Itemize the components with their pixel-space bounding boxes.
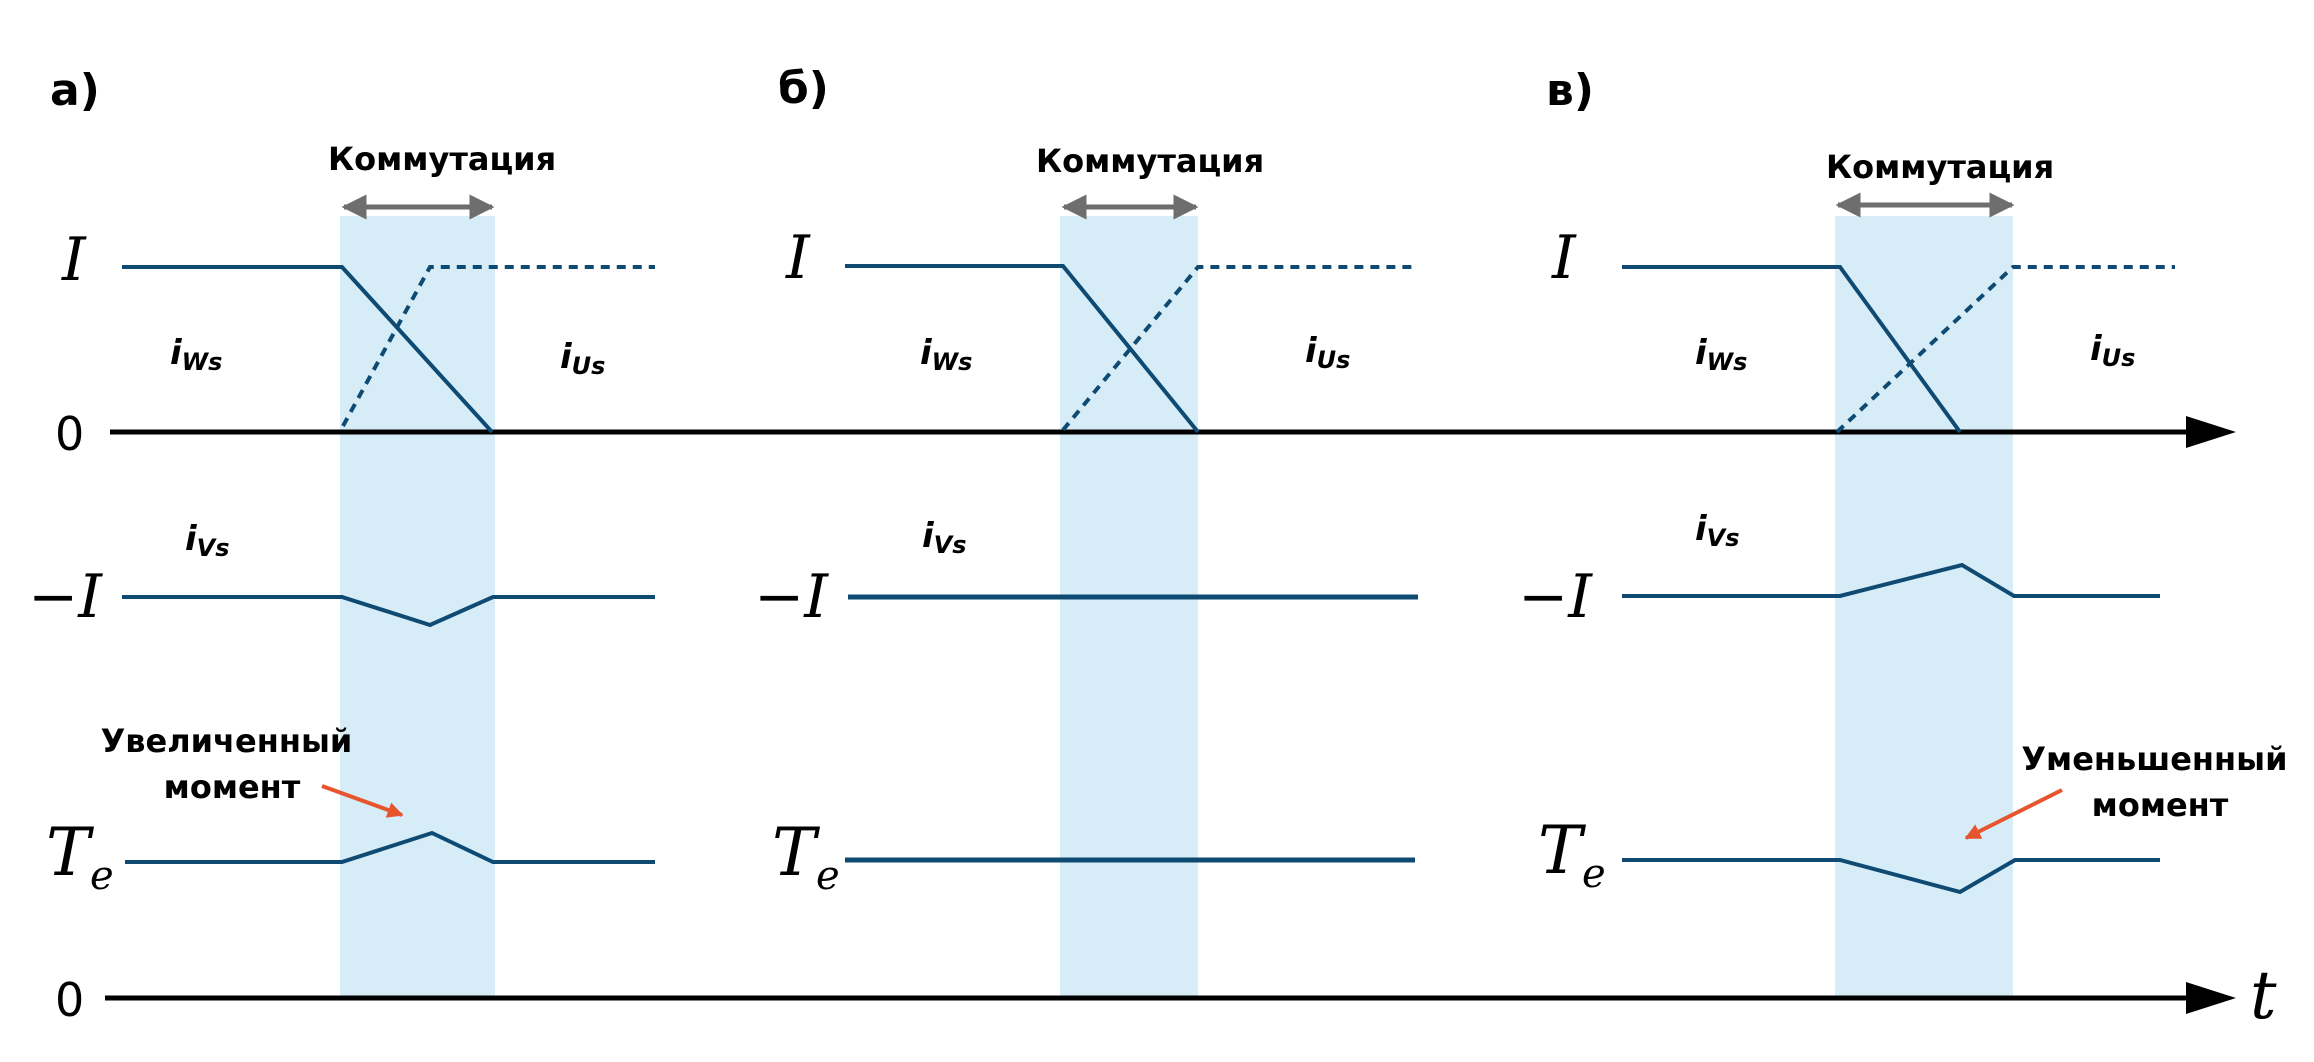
- panel-c-note-arrow: [1964, 788, 2063, 840]
- panel-a-note: Увеличенный момент: [101, 722, 364, 806]
- time-axis-label: t: [2250, 957, 2277, 1034]
- panel-a-label: а): [50, 65, 100, 116]
- panel-b-label: б): [778, 63, 829, 114]
- panel-c-i-us-curve: [1835, 265, 2175, 434]
- panel-a-i-ws-curve: [122, 265, 494, 434]
- panel-c-label-I: I: [1551, 223, 1577, 293]
- panel-a-i-us-curve: [341, 265, 655, 427]
- commutation-band-b: [1060, 216, 1198, 1000]
- panel-a-i-ws: iWs: [170, 333, 222, 376]
- panel-a-label-minus-I: −I: [28, 562, 103, 632]
- panel-a-i-us: iUs: [560, 337, 605, 380]
- panel-b-i-us: iUs: [1305, 331, 1350, 374]
- panel-b: б) Коммутация I −I Te iWs iUs iVs: [754, 63, 1418, 899]
- panel-a-label-I: I: [61, 225, 87, 295]
- panel-c-label-minus-I: −I: [1518, 562, 1593, 632]
- panel-c-i-vs: iVs: [1695, 509, 1740, 552]
- panel-c-torque-curve: [1622, 858, 2160, 895]
- panel-a-torque-curve: [125, 830, 655, 864]
- panel-a-i-vs: iVs: [185, 519, 230, 562]
- panel-b-label-minus-I: −I: [754, 562, 829, 632]
- panel-c: в) Коммутация I −I Te iWs iUs iVs Уменьш…: [1518, 65, 2298, 897]
- panel-b-i-ws-curve: [845, 264, 1200, 434]
- panel-b-label-Te: Te: [772, 814, 840, 899]
- zero-label-current: 0: [55, 407, 84, 461]
- panel-b-i-vs: iVs: [922, 516, 967, 559]
- zero-label-torque: 0: [55, 973, 84, 1027]
- panel-c-i-vs-curve: [1622, 562, 2160, 598]
- panel-c-i-ws: iWs: [1695, 333, 1747, 376]
- panel-b-commutation-label: Коммутация: [1036, 142, 1264, 180]
- panel-c-note: Уменьшенный момент: [2021, 740, 2298, 824]
- panel-a-commutation-label: Коммутация: [328, 140, 556, 178]
- panel-c-i-us: iUs: [2090, 329, 2135, 372]
- commutation-band-c: [1835, 216, 2013, 1000]
- panel-c-i-ws-curve: [1622, 265, 1962, 434]
- panel-a: а) Коммутация I −I Te iWs iUs iVs Увелич…: [28, 65, 655, 899]
- panel-b-i-ws: iWs: [920, 333, 972, 376]
- panel-c-commutation-label: Коммутация: [1826, 148, 2054, 186]
- panel-a-label-Te: Te: [46, 814, 114, 899]
- panel-a-i-vs-curve: [122, 595, 655, 628]
- time-axis: [105, 982, 2236, 1014]
- panel-c-label: в): [1546, 65, 1594, 116]
- panel-b-label-I: I: [785, 223, 811, 293]
- panel-a-note-arrow: [321, 784, 404, 818]
- panel-b-i-us-curve: [1061, 265, 1418, 432]
- panel-c-label-Te: Te: [1538, 812, 1606, 897]
- current-zero-axis: [110, 416, 2236, 448]
